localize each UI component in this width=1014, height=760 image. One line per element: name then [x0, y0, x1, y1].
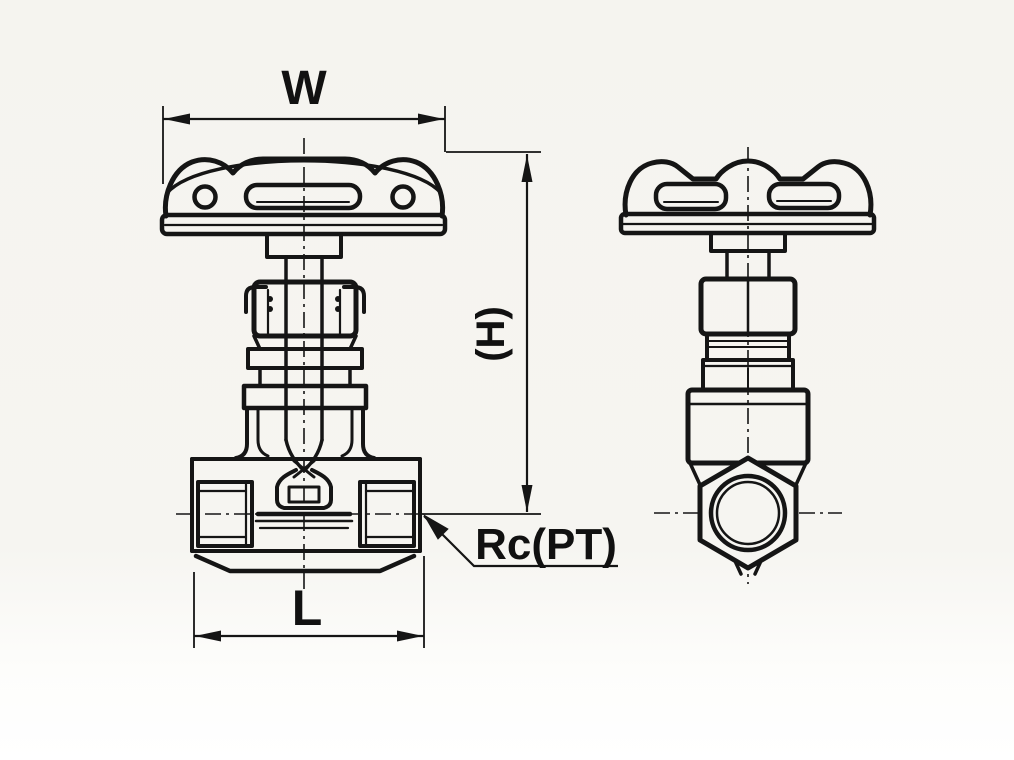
dimension-l: L — [193, 556, 425, 648]
side-body — [685, 387, 811, 576]
side-bonnet — [698, 249, 798, 392]
label-port-thread: Rc(PT) — [475, 520, 617, 569]
wheel-hole-right — [390, 184, 416, 210]
port-right — [358, 480, 416, 548]
side-view — [618, 147, 877, 584]
front-view: W (H) L Rc(PT) — [159, 62, 618, 648]
wheel-hub — [265, 232, 343, 259]
arrowhead — [521, 155, 533, 182]
label-height: (H) — [469, 306, 513, 362]
port-left — [196, 480, 254, 548]
arrowhead — [423, 514, 449, 540]
wheel-slot — [766, 181, 842, 211]
arrowhead — [521, 485, 533, 512]
arrowhead — [418, 113, 444, 125]
arrowhead — [195, 630, 221, 642]
arrowhead — [164, 113, 190, 125]
arrowhead — [397, 630, 423, 642]
port-bore — [708, 473, 788, 553]
wheel-hole-left — [192, 184, 218, 210]
dimension-h: (H) — [422, 151, 541, 515]
label-width: W — [281, 62, 327, 115]
front-handwheel — [159, 156, 448, 259]
front-disc-seat — [254, 468, 354, 530]
label-length: L — [292, 580, 323, 636]
leader-port-thread: Rc(PT) — [423, 514, 618, 569]
front-bonnet — [234, 279, 376, 460]
side-handwheel — [618, 158, 877, 253]
wheel-slot — [653, 181, 729, 212]
dimension-w: W — [162, 62, 446, 184]
wheel-slot — [243, 182, 363, 211]
front-body — [190, 457, 422, 574]
packing-nut — [251, 279, 359, 339]
